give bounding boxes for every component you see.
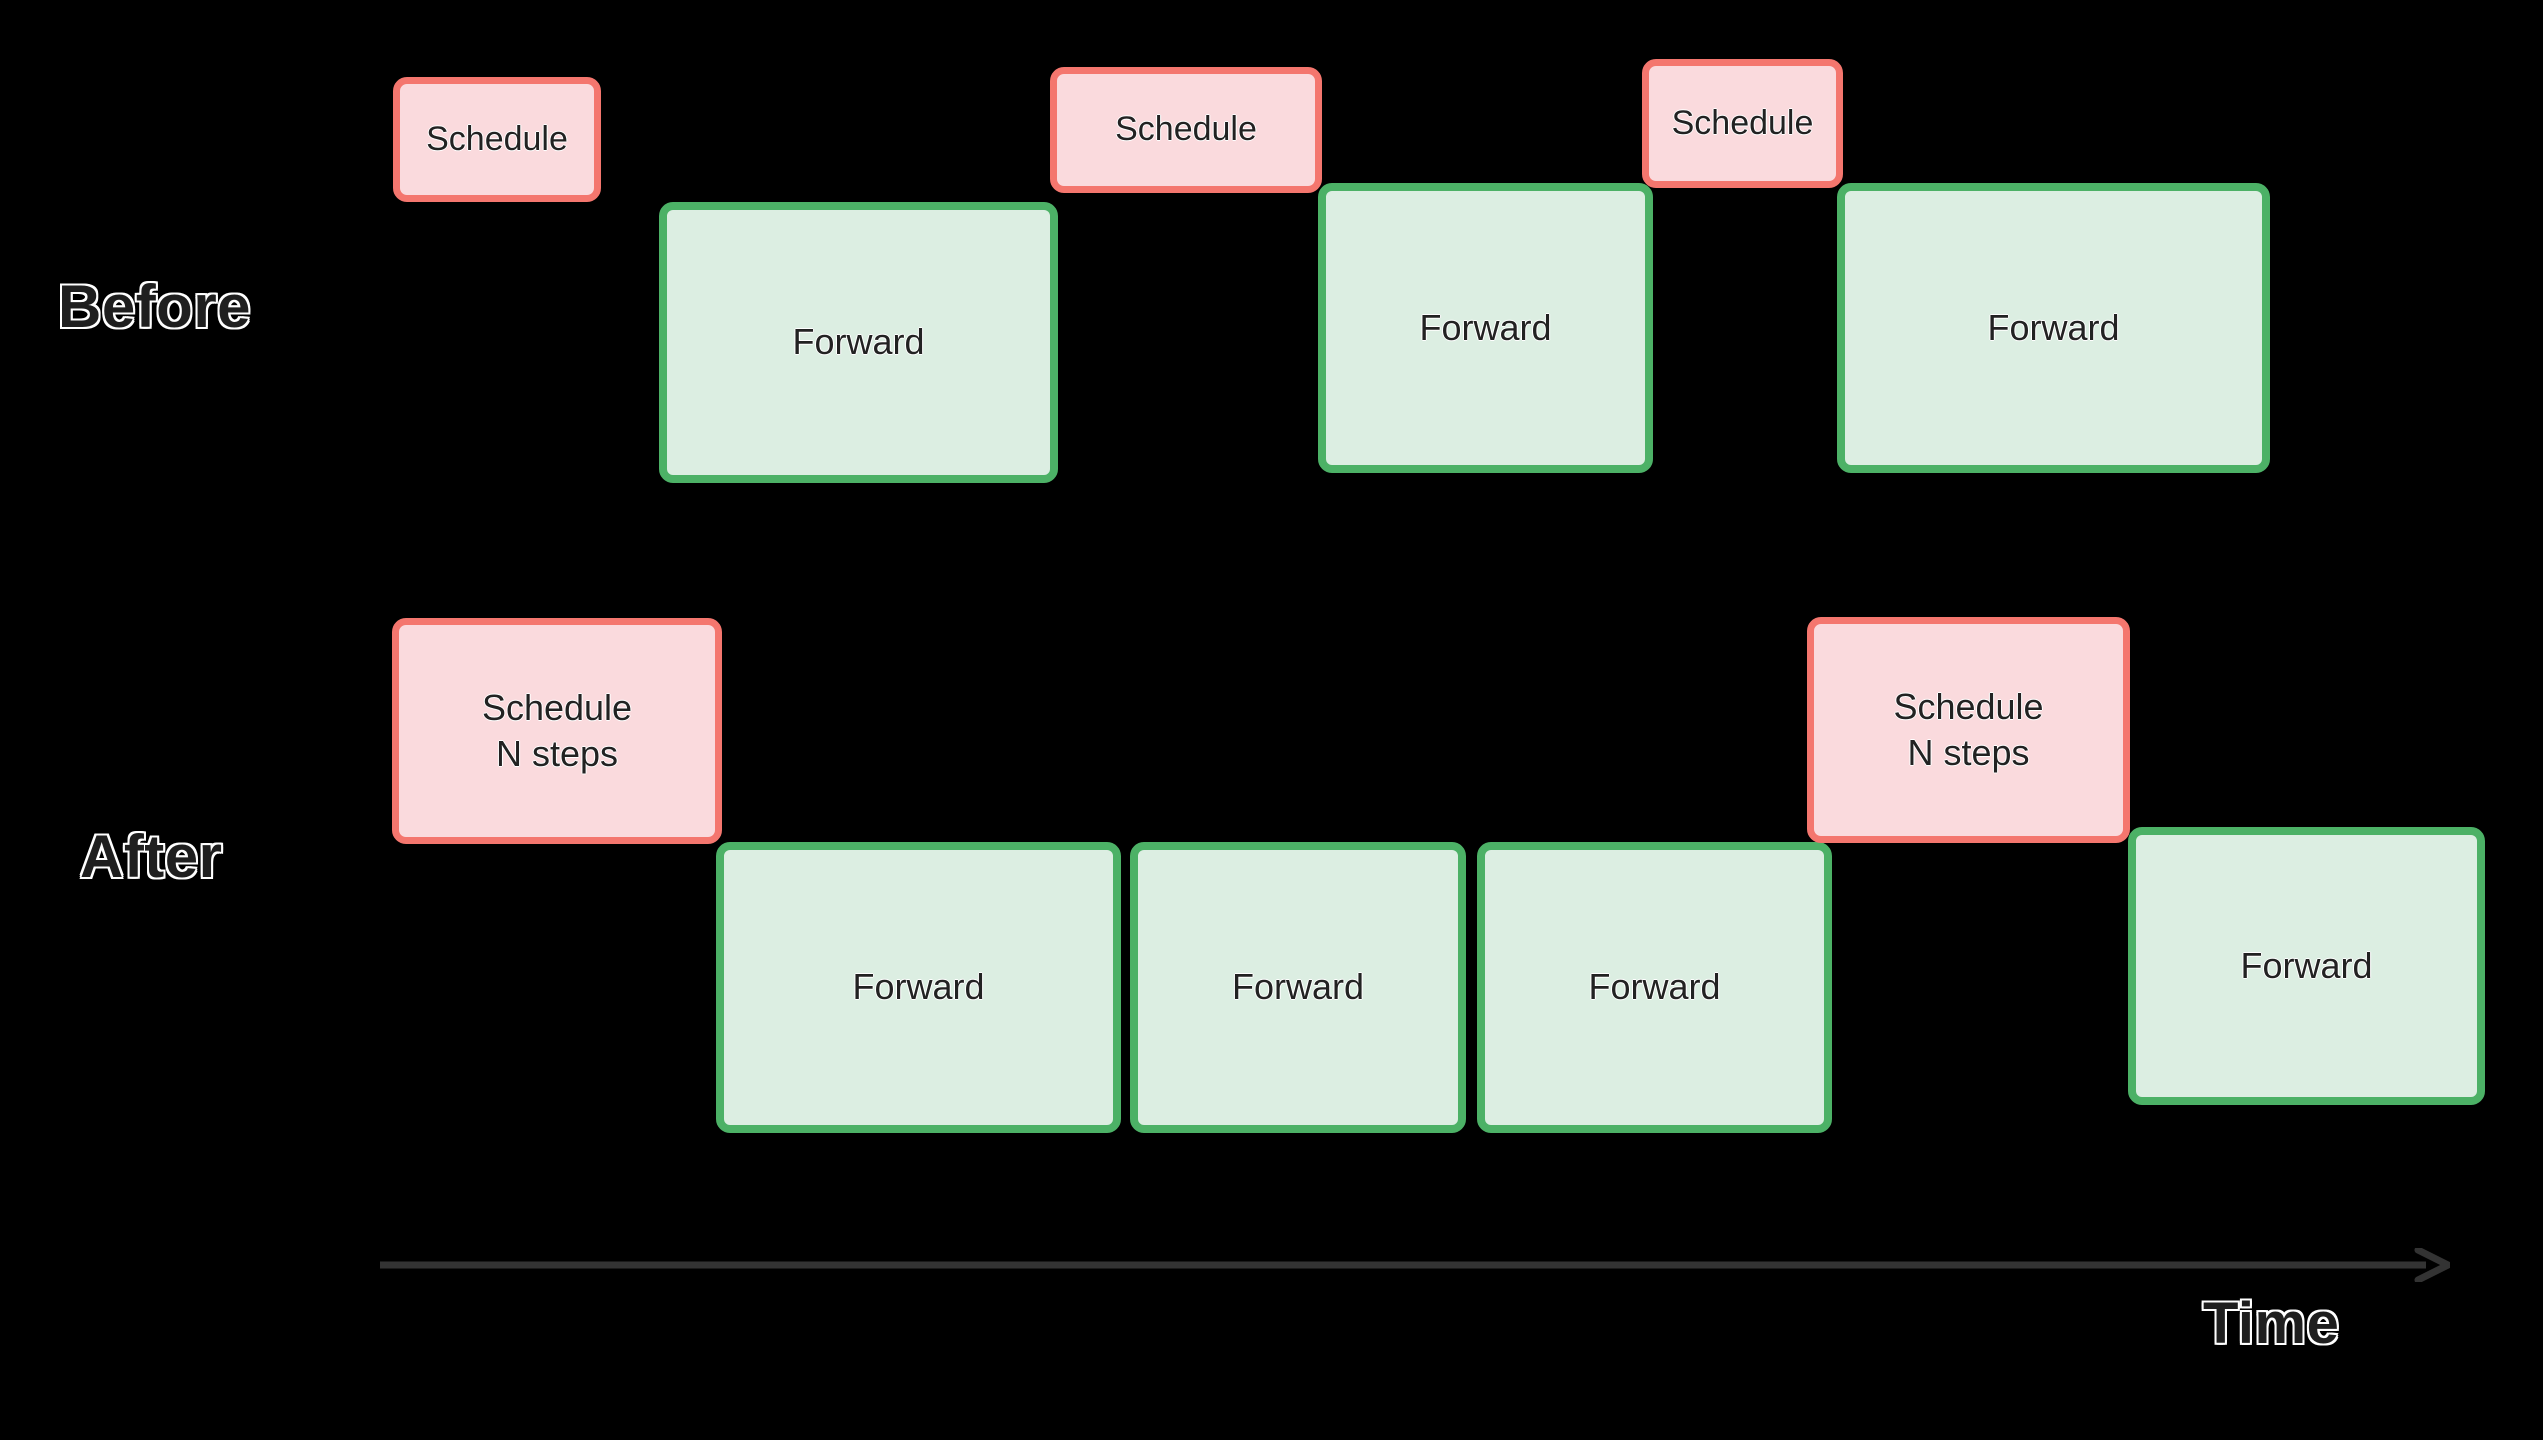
forward-block: Forward [716, 842, 1121, 1133]
forward-block: Forward [1837, 183, 2270, 473]
schedule-block: Schedule [1642, 59, 1843, 188]
time-axis-label: Time [2203, 1291, 2340, 1356]
forward-block: Forward [1318, 183, 1653, 473]
schedule-n-steps-block: Schedule N steps [1807, 617, 2130, 843]
time-axis-arrow [380, 1248, 2450, 1282]
forward-block: Forward [2128, 827, 2485, 1105]
forward-block: Forward [1477, 842, 1832, 1133]
forward-block: Forward [659, 202, 1058, 483]
forward-block: Forward [1130, 842, 1466, 1133]
row-label-after: After [80, 823, 223, 890]
row-label-before: Before [58, 273, 252, 340]
schedule-block: Schedule [393, 77, 601, 202]
schedule-n-steps-block: Schedule N steps [392, 618, 722, 844]
schedule-block: Schedule [1050, 67, 1322, 193]
